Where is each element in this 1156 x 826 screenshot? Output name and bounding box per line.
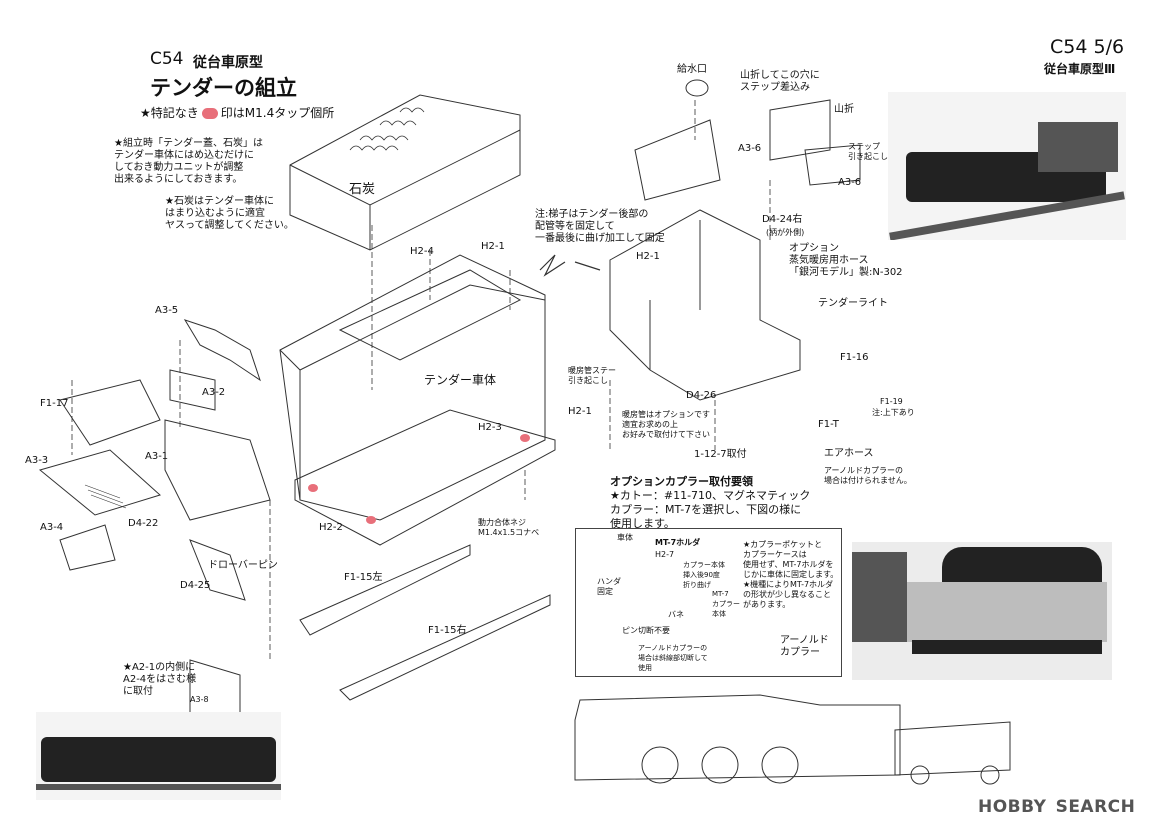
label-motor-screw: 動力合体ネジ M1.4x1.5コナベ	[478, 518, 540, 537]
label-a3-5: A3-5	[155, 305, 179, 316]
label-f1-15-right: F1-15右	[428, 625, 467, 636]
a2-note: ★A2-1の内側に A2-4をはさむ様 に取付	[123, 662, 197, 697]
label-coal: 石炭	[349, 182, 376, 197]
label-f1-15-left: F1-15左	[344, 572, 383, 583]
ladder-note: 注:梯子はテンダー後部の 配管等を固定して 一番最後に曲げ加工して固定	[535, 209, 665, 244]
label-h2-1: H2-1	[481, 241, 505, 252]
page-subtitle: 従台車原型Ⅲ	[1044, 62, 1116, 76]
box-label-h2-7: H2-7	[655, 550, 675, 559]
label-option-hose: オプション 蒸気暖房用ホース 「銀河モデル」製:N-302	[789, 243, 903, 278]
tap-note-post: 印はM1.4タップ個所	[220, 106, 335, 120]
box-label-solder: ハンダ 固定	[597, 577, 621, 596]
frame-f1-15-left	[299, 544, 471, 636]
label-f1-17: F1-17	[40, 398, 69, 409]
label-d4-22: D4-22	[128, 518, 159, 529]
label-f1-16: F1-16	[840, 352, 869, 363]
label-a3-1: A3-1	[145, 451, 169, 462]
box-label-arnold-coupler: アーノルド カプラー	[780, 635, 829, 658]
label-h2-4: H2-4	[410, 246, 434, 257]
frame-f1-15-right	[339, 594, 551, 701]
page-title: テンダーの組立	[150, 76, 297, 100]
label-drawbar-pin: ドローバーピン	[208, 560, 278, 571]
label-air-hose: エアホース	[824, 448, 874, 459]
label-h2-1-rear: H2-1	[636, 251, 660, 262]
box-label-mt7-body: MT-7 カプラー 本体	[712, 590, 740, 618]
tap-note: ★特記なき 印はM1.4タップ個所	[140, 104, 334, 121]
photo-locomotive-top-right	[888, 92, 1126, 240]
tap-marker-dot	[201, 108, 218, 119]
label-a3-8: A3-8	[190, 695, 209, 704]
page-number: C54 5/6	[1050, 36, 1125, 58]
label-h2-2: H2-2	[319, 522, 343, 533]
label-d4-24: D4-24右	[762, 214, 803, 225]
label-arnold-note: アーノルドカプラーの 場合は付けられません。	[824, 466, 912, 485]
assembly-note: ★組立時「テンダー蓋、石炭」は テンダー車体にはめ込むだけに しておき動力ユニッ…	[114, 138, 263, 185]
hobby-search-watermark: HOBBY SEARCH	[978, 797, 1135, 817]
part-a3-1	[164, 419, 271, 521]
box-label-pin: ピン切断不要	[622, 626, 670, 635]
coupler-line-2: カプラー：MT-7を選択し、下図の様に	[610, 503, 802, 516]
box-label-arnold: アーノルドカプラーの 場合は斜線部切断して 使用	[638, 644, 708, 672]
box-label-body: 車体	[617, 533, 633, 542]
box-label-mt7: MT-7ホルダ	[655, 538, 701, 547]
label-a3-2: A3-2	[202, 387, 226, 398]
label-d4-25: D4-25	[180, 580, 211, 591]
coupler-heading: オプションカプラー取付要領	[610, 475, 753, 488]
label-f1-19-note: 注:上下あり	[872, 408, 915, 417]
label-a3-4: A3-4	[40, 522, 64, 533]
label-heating-stay: 暖房管ステー 引き起こし	[568, 366, 616, 385]
tap-note-pre: ★特記なき	[140, 106, 199, 120]
label-heating-note: 暖房管はオプションです 適宜お求めの上 お好みで取付けて下さい	[622, 410, 710, 439]
label-tender-body: テンダー車体	[424, 373, 497, 387]
locomotive-side-view	[574, 694, 901, 781]
label-h2-1-side: H2-1	[568, 406, 592, 417]
model-subtitle: 従台車原型	[193, 55, 263, 71]
box-label-coupler-body: カプラー本体 挿入後90度 折り曲げ	[683, 561, 725, 589]
label-tender-light: テンダーライト	[818, 298, 888, 309]
label-water-inlet: 給水口	[677, 64, 707, 75]
coupler-line-3: 使用します。	[610, 517, 675, 530]
tender-rear	[609, 209, 801, 401]
label-step-raise: ステップ 引き起こし	[848, 142, 888, 161]
label-fold-note: 山折してこの穴に ステップ差込み	[740, 70, 820, 93]
label-f1-t: F1-T	[818, 419, 839, 430]
photo-tender-closeup	[852, 542, 1112, 680]
watermark-brand: HOBBY	[978, 797, 1047, 817]
tender-body-outline	[279, 254, 546, 521]
box-label-spring: バネ	[668, 610, 684, 619]
watermark-search: SEARCH	[1055, 797, 1136, 817]
label-d4-26: D4-26	[686, 390, 717, 401]
label-a3-3: A3-3	[25, 455, 49, 466]
model-number: C54	[150, 49, 184, 69]
coupler-detail-box	[575, 528, 842, 677]
coupler-line-1: ★カトー：#11-710、マグネマティック	[610, 489, 811, 502]
photo-locomotive-bottom-left	[36, 712, 281, 800]
tender-side-view	[894, 721, 1011, 776]
label-h2-3: H2-3	[478, 422, 502, 433]
label-a3-6-a: A3-6	[738, 143, 762, 154]
coal-fit-note: ★石炭はテンダー車体に はまり込むように適宜 ヤスって調整してください。	[165, 196, 294, 231]
label-a3-6-b: A3-6	[838, 177, 862, 188]
box-note: ★カプラーポケットと カプラーケースは 使用せず、MT-7ホルダを じかに車体に…	[743, 540, 839, 609]
label-mountain-fold: 山折	[834, 104, 854, 115]
label-1-12-7: 1-12-7取付	[694, 449, 747, 460]
label-f1-19: F1-19	[880, 397, 903, 406]
label-d4-24-sub: (柄が外側)	[766, 228, 805, 237]
coal-block	[289, 94, 521, 251]
